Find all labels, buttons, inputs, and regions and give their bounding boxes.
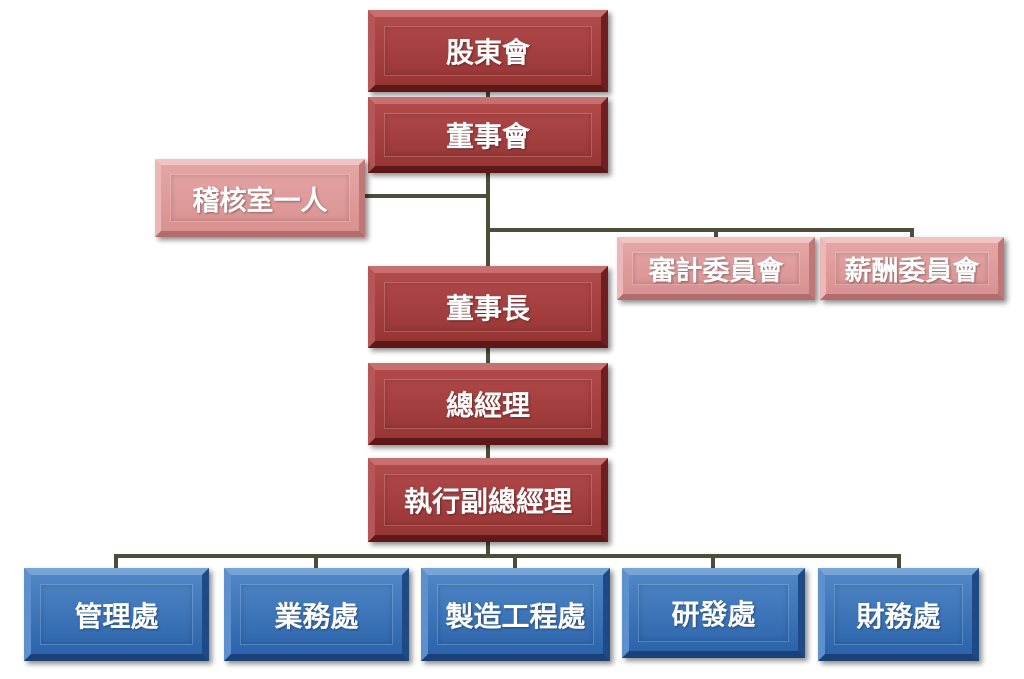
audit-office-box: 稽核室一人: [155, 159, 365, 237]
department-sales-label: 業務處: [274, 599, 359, 633]
department-rd-label: 研發處: [671, 598, 756, 631]
connector-committees: [486, 228, 718, 239]
department-manufacturing-engineering-box: 製造工程處: [421, 568, 610, 661]
department-management-label: 管理處: [74, 599, 159, 633]
chairman-box: 董事長: [368, 266, 608, 348]
executive-vp-label: 執行副總經理: [403, 485, 572, 518]
general-manager-label: 總經理: [445, 389, 530, 422]
board-of-directors-label: 董事會: [445, 120, 530, 153]
audit-office-label: 稽核室一人: [192, 185, 328, 217]
audit-committee-label: 審計委員會: [648, 256, 784, 287]
shareholders-meeting-label: 股東會: [445, 36, 530, 69]
department-rd-box: 研發處: [622, 568, 805, 658]
executive-vp-box: 執行副總經理: [368, 458, 608, 542]
compensation-committee-label: 薪酬委員會: [844, 256, 980, 287]
department-manufacturing-engineering-label: 製造工程處: [445, 599, 586, 633]
shareholders-meeting-box: 股東會: [368, 10, 608, 92]
chairman-label: 董事長: [445, 292, 530, 325]
compensation-committee-box: 薪酬委員會: [820, 237, 1004, 300]
department-sales-box: 業務處: [224, 568, 409, 661]
connector-compensation-committee: [714, 228, 914, 239]
audit-committee-box: 審計委員會: [617, 237, 815, 300]
board-of-directors-box: 董事會: [368, 97, 608, 173]
department-management-box: 管理處: [24, 568, 209, 661]
department-finance-label: 財務處: [856, 599, 941, 633]
department-finance-box: 財務處: [818, 568, 979, 661]
general-manager-box: 總經理: [368, 363, 608, 445]
